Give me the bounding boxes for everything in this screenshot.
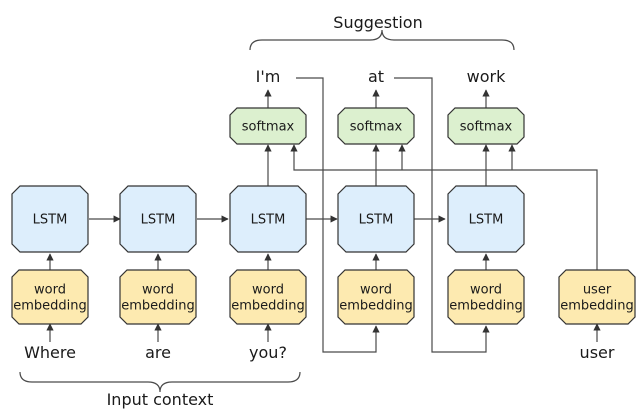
lstm-cell-1-label: LSTM xyxy=(33,213,68,228)
lstm-cell-1-shape xyxy=(11,185,89,253)
softmax-2: softmax xyxy=(337,107,415,145)
lstm-cell-5-label: LSTM xyxy=(469,213,504,228)
word-embedding-1-label: word xyxy=(34,283,66,298)
softmax-3: softmax xyxy=(447,107,525,145)
input-context-brace xyxy=(19,371,301,393)
lstm-cell-3-label: LSTM xyxy=(251,213,286,228)
word-embedding-1-shape xyxy=(11,269,89,325)
lstm-cell-4-shape xyxy=(337,185,415,253)
connections xyxy=(46,77,601,353)
lstm-cell-2: LSTM xyxy=(119,185,197,253)
suggestion-label: Suggestion xyxy=(333,13,422,32)
user-input-word: user xyxy=(580,343,615,362)
input-word-1: Where xyxy=(24,343,76,362)
word-embedding-4-shape xyxy=(337,269,415,325)
word-embedding-4-label: word xyxy=(360,283,392,298)
word-embedding-5-label: word xyxy=(470,283,502,298)
lstm-cell-5: LSTM xyxy=(447,185,525,253)
lstm-cell-3-shape xyxy=(229,185,307,253)
word-embedding-1-label: embedding xyxy=(13,299,87,314)
softmax-3-shape xyxy=(447,107,525,145)
word-embedding-4-label: embedding xyxy=(339,299,413,314)
word-embedding-5-label: embedding xyxy=(449,299,523,314)
word-embedding-2-label: embedding xyxy=(121,299,195,314)
lstm-cell-3: LSTM xyxy=(229,185,307,253)
lstm-cell-1: LSTM xyxy=(11,185,89,253)
softmax-3-label: softmax xyxy=(460,120,513,135)
input-word-2: are xyxy=(145,343,171,362)
word-embedding-3-label: word xyxy=(252,283,284,298)
softmax-1-shape xyxy=(229,107,307,145)
lstm-cell-2-shape xyxy=(119,185,197,253)
word-embedding-2-shape xyxy=(119,269,197,325)
lstm-cell-4-label: LSTM xyxy=(359,213,394,228)
softmax-1: softmax xyxy=(229,107,307,145)
user-embedding-label: user xyxy=(583,283,612,298)
output-word-3: work xyxy=(467,67,506,86)
user-embedding-label: embedding xyxy=(560,299,634,314)
output-word-1: I'm xyxy=(256,67,281,86)
suggestion-brace xyxy=(249,29,515,51)
output-word-2: at xyxy=(368,67,384,86)
input-word-3: you? xyxy=(249,343,287,362)
softmax-2-label: softmax xyxy=(350,120,403,135)
word-embedding-5-shape xyxy=(447,269,525,325)
word-embedding-3-label: embedding xyxy=(231,299,305,314)
user-embedding-shape xyxy=(558,269,636,325)
word-embedding-2-label: word xyxy=(142,283,174,298)
word-embedding-3-shape xyxy=(229,269,307,325)
lstm-cell-5-shape xyxy=(447,185,525,253)
softmax-1-label: softmax xyxy=(242,120,295,135)
lstm-cell-2-label: LSTM xyxy=(141,213,176,228)
lstm-cell-4: LSTM xyxy=(337,185,415,253)
softmax-2-shape xyxy=(337,107,415,145)
input-context-label: Input context xyxy=(107,390,214,409)
